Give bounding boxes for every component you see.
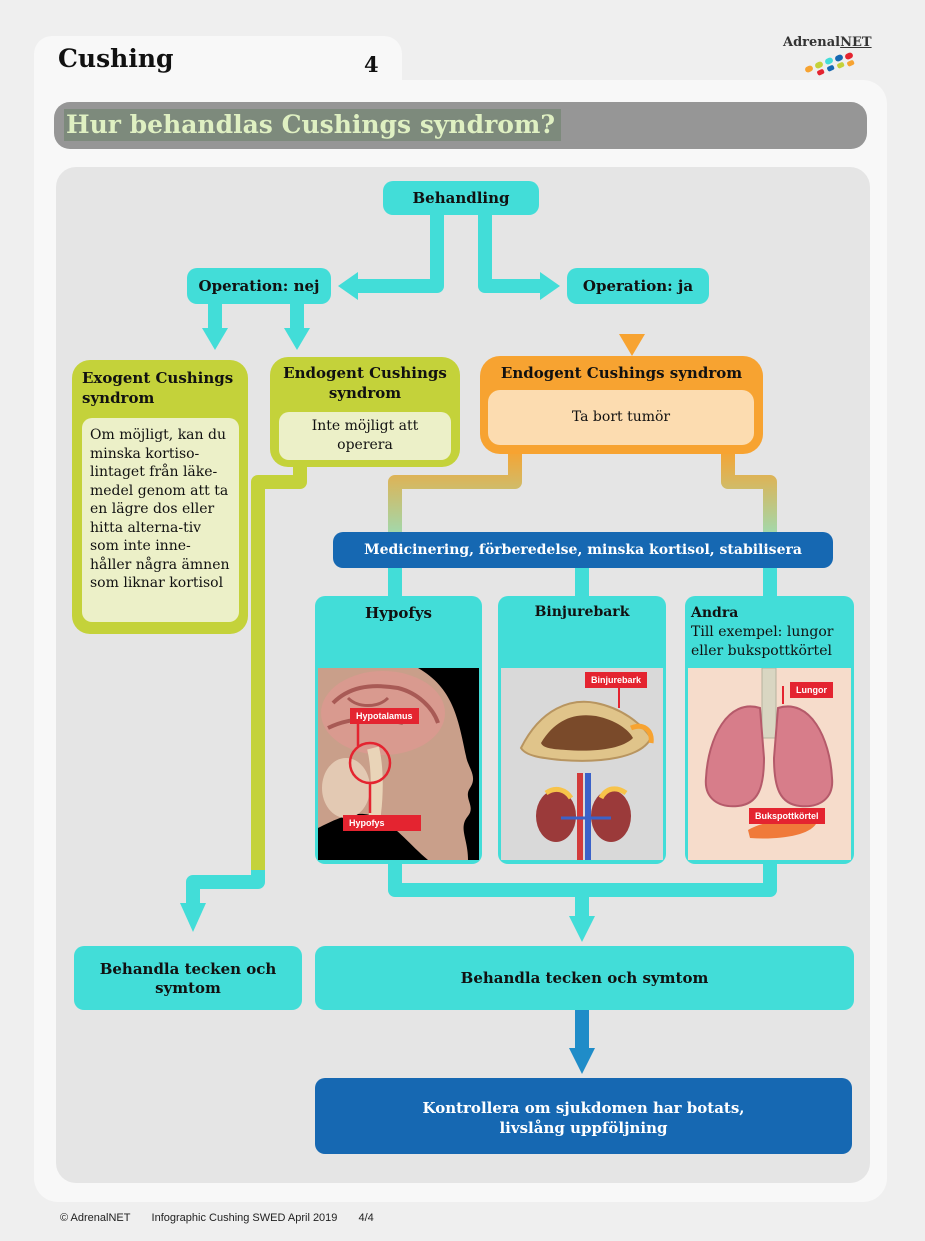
document-title: Cushing <box>58 44 174 73</box>
node-treat-right: Behandla tecken och symtom <box>315 946 854 1010</box>
footer-copyright: © AdrenalNET <box>60 1212 131 1224</box>
node-behandling: Behandling <box>383 181 539 215</box>
connector-root-no <box>355 214 444 293</box>
endogent-yes-text: Ta bort tumör <box>488 390 754 445</box>
endogent-no-title: Endogent Cushings syndrom <box>283 364 447 402</box>
tag-hypofys: Hypofys <box>343 815 421 831</box>
adrenalnet-logo-icon <box>805 52 855 76</box>
andra-subtitle: Till exempel: lungor eller bukspottkörte… <box>691 624 834 659</box>
node-final: Kontrollera om sjukdomen har botats, liv… <box>315 1078 852 1154</box>
tag-binjurebark: Binjurebark <box>585 672 648 688</box>
node-treat-left: Behandla tecken och symtom <box>74 946 302 1010</box>
tag-hypotalamus: Hypotalamus <box>350 708 419 724</box>
tag-bukspottkortel: Bukspottkörtel <box>749 808 825 824</box>
hypofys-title: Hypofys <box>365 604 432 622</box>
brain-illustration <box>318 668 479 860</box>
page-heading: Hur behandlas Cushings syndrom? <box>64 109 562 141</box>
exogent-text: Om möjligt, kan du minska kortiso-lintag… <box>82 418 239 622</box>
endogent-no-text: Inte möjligt att operera <box>279 412 451 460</box>
footer-page: 4/4 <box>358 1212 374 1224</box>
lungs-illustration <box>688 668 851 860</box>
node-medicinering: Medicinering, förberedelse, minska korti… <box>333 532 833 568</box>
adrenalnet-logo-text: AdrenalNET <box>783 35 872 50</box>
tag-lungor: Lungor <box>790 682 833 698</box>
footer: © AdrenalNET Infographic Cushing SWED Ap… <box>60 1212 392 1224</box>
node-operation-ja: Operation: ja <box>567 268 709 304</box>
node-operation-nej: Operation: nej <box>187 268 331 304</box>
page-number: 4 <box>364 52 379 77</box>
exogent-title: Exogent Cushings syndrom <box>82 369 234 407</box>
andra-title: Andra <box>691 605 739 621</box>
connector-root-yes <box>478 214 540 293</box>
footer-info: Infographic Cushing SWED April 2019 <box>151 1212 338 1224</box>
endogent-yes-title: Endogent Cushings syndrom <box>500 364 743 382</box>
binjurebark-title: Binjurebark <box>534 604 630 620</box>
adrenal-illustration <box>501 668 663 860</box>
